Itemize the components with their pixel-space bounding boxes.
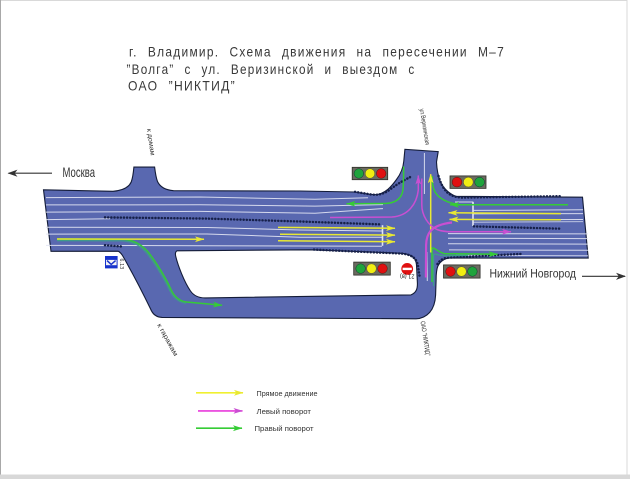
svg-text:21 (в): 21 (в) bbox=[400, 273, 415, 280]
svg-text:Левый поворот: Левый поворот bbox=[257, 407, 312, 416]
svg-text:Прямое движение: Прямое движение bbox=[257, 389, 318, 398]
svg-text:к домам: к домам bbox=[145, 128, 156, 156]
svg-text:к гаражам: к гаражам bbox=[155, 323, 179, 358]
svg-text:ОАО ”НИКТИД”: ОАО ”НИКТИД” bbox=[419, 321, 431, 357]
svg-text:г. Владимир. Схема движения н: г. Владимир. Схема движения на пересечен… bbox=[129, 44, 505, 60]
svg-text:ОАО ”НИКТИД”: ОАО ”НИКТИД” bbox=[128, 78, 236, 94]
svg-text:ул.Веризинская: ул.Веризинская bbox=[418, 108, 431, 145]
svg-text:Правый поворот: Правый поворот bbox=[255, 424, 315, 433]
svg-text:”Волга” с ул. Веризинской и вы: ”Волга” с ул. Веризинской и выездом с bbox=[127, 61, 416, 77]
svg-text:6.13: 6.13 bbox=[118, 259, 124, 270]
svg-text:Москва: Москва bbox=[63, 165, 96, 180]
svg-text:Нижний Новгород: Нижний Новгород bbox=[490, 266, 577, 280]
